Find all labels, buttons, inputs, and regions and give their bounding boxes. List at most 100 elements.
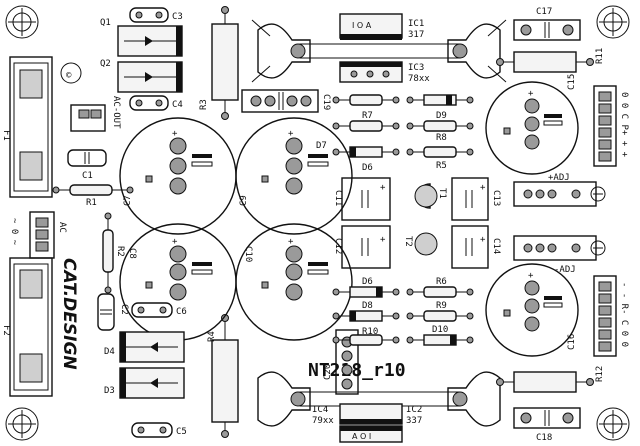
- ac-input-connector: AC ~ 0 ~: [9, 211, 67, 259]
- mounting-hole-bottom-right: [596, 407, 630, 441]
- mounting-hole-bottom-left: [5, 407, 39, 441]
- capacitor-c16: + C16: [485, 263, 579, 357]
- resistor-r10: R10: [332, 327, 400, 346]
- f2-label: F2: [1, 325, 11, 336]
- resistor-r8-a: [332, 120, 400, 132]
- svg-text:C18: C18: [536, 433, 552, 443]
- capacitor-c17: C17: [513, 7, 581, 41]
- capacitor-c18: C18: [513, 407, 581, 443]
- svg-text:R1: R1: [86, 198, 97, 208]
- svg-text:C1: C1: [82, 171, 93, 181]
- regulator-ic3: IC3 78xx: [339, 61, 430, 84]
- svg-text:R5: R5: [436, 161, 447, 171]
- capacitor-c6: C6: [131, 302, 187, 318]
- resistor-r8: R8: [406, 120, 474, 143]
- svg-text:317: 317: [408, 30, 424, 40]
- svg-text:R9: R9: [436, 301, 447, 311]
- svg-text:R2: R2: [115, 246, 125, 257]
- mounting-hole-top-left: [5, 5, 39, 39]
- regulator-ic1: I O A IC1 317: [339, 13, 424, 40]
- svg-text:R12: R12: [595, 366, 605, 382]
- svg-text:D10: D10: [432, 325, 448, 335]
- copyright-mark: ©: [60, 62, 82, 84]
- capacitor-c13: + C13: [451, 177, 501, 221]
- resistor-r11: R11: [496, 48, 605, 73]
- svg-text:IC3: IC3: [408, 63, 424, 73]
- ac-label: AC: [57, 222, 67, 233]
- svg-text:D3: D3: [104, 386, 115, 396]
- svg-text:R3: R3: [199, 99, 209, 110]
- connector-bottom-label: - - R- C 0 0: [619, 282, 629, 347]
- capacitor-c7: + C7: [119, 117, 237, 235]
- svg-text:C13: C13: [491, 190, 501, 206]
- resistor-r12: R12: [496, 366, 605, 393]
- regulator-ic2: A O I IC2 337: [339, 405, 422, 443]
- ac-out-label: AC-OUT: [111, 96, 121, 129]
- svg-text:+: +: [528, 271, 534, 281]
- fuse-f2: F2: [1, 257, 53, 397]
- svg-text:79xx: 79xx: [312, 416, 334, 426]
- svg-text:C20: C20: [323, 364, 333, 380]
- svg-text:D8: D8: [362, 301, 373, 311]
- resistor-r6: R6: [406, 277, 474, 298]
- svg-text:C9: C9: [239, 195, 249, 206]
- d6-top-label: D6: [362, 163, 373, 173]
- diode-d6: D6: [332, 277, 400, 298]
- diode-d9: D9: [406, 94, 474, 121]
- svg-text:C7: C7: [123, 195, 133, 206]
- svg-text:+: +: [172, 129, 178, 139]
- svg-text:C8: C8: [127, 248, 137, 259]
- resistor-r2: R2: [102, 212, 125, 294]
- svg-text:R7: R7: [362, 111, 373, 121]
- regulator-ic4: IC4 79xx: [312, 403, 403, 426]
- svg-text:A O I: A O I: [352, 432, 371, 441]
- svg-text:C11: C11: [333, 190, 343, 206]
- svg-text:D9: D9: [436, 111, 447, 121]
- capacitor-c20: C20: [323, 329, 359, 395]
- resistor-r3: R3: [199, 6, 239, 120]
- transistor-t1: T1: [414, 183, 447, 209]
- capacitor-c14: + C14: [451, 225, 501, 269]
- svg-text:+: +: [288, 237, 294, 247]
- output-connector-bottom: - - R- C 0 0: [593, 275, 629, 357]
- f1-label: F1: [1, 130, 11, 141]
- svg-text:+: +: [380, 235, 386, 245]
- resistor-r4: R4: [207, 314, 239, 438]
- svg-text:+: +: [480, 183, 486, 193]
- svg-text:T2: T2: [403, 236, 413, 247]
- svg-text:C6: C6: [176, 307, 187, 317]
- diode-d3: D3: [104, 367, 185, 399]
- heatsink-top: [251, 19, 507, 83]
- heatsink-bottom: NT218_r10: [257, 360, 501, 427]
- svg-text:T1: T1: [437, 188, 447, 199]
- svg-text:C17: C17: [536, 7, 552, 17]
- svg-text:C14: C14: [491, 238, 501, 254]
- trimmer-adj-positive: +ADJ: [513, 173, 606, 207]
- q1-label: Q1: [100, 18, 111, 28]
- svg-text:C10: C10: [243, 246, 253, 262]
- svg-text:C19: C19: [321, 94, 331, 110]
- capacitor-c9: + C9: [235, 117, 353, 235]
- diode-d4: D4: [104, 331, 185, 363]
- svg-text:+: +: [528, 89, 534, 99]
- svg-text:R4: R4: [207, 331, 217, 342]
- diode-d7: D7: [316, 141, 400, 158]
- svg-text:I O A: I O A: [352, 21, 372, 30]
- resistor-r9: R9: [406, 301, 474, 322]
- svg-text:78xx: 78xx: [408, 74, 430, 84]
- svg-text:C16: C16: [567, 334, 577, 350]
- connector-top-label: 0 0 C P+ + +: [619, 92, 629, 158]
- svg-text:C2: C2: [119, 304, 129, 315]
- svg-text:D6: D6: [362, 277, 373, 287]
- svg-text:C3: C3: [172, 12, 183, 22]
- svg-text:©: ©: [66, 71, 72, 81]
- adj-negative-label: -ADJ: [554, 265, 576, 275]
- svg-text:IC1: IC1: [408, 19, 424, 29]
- capacitor-c15: + C15: [485, 74, 579, 175]
- mounting-hole-top-right: [596, 5, 630, 39]
- rectifier-q1: Q1: [100, 18, 183, 57]
- svg-text:C4: C4: [172, 100, 183, 110]
- capacitor-c5: C5: [131, 422, 187, 438]
- capacitor-c1: C1: [67, 149, 107, 181]
